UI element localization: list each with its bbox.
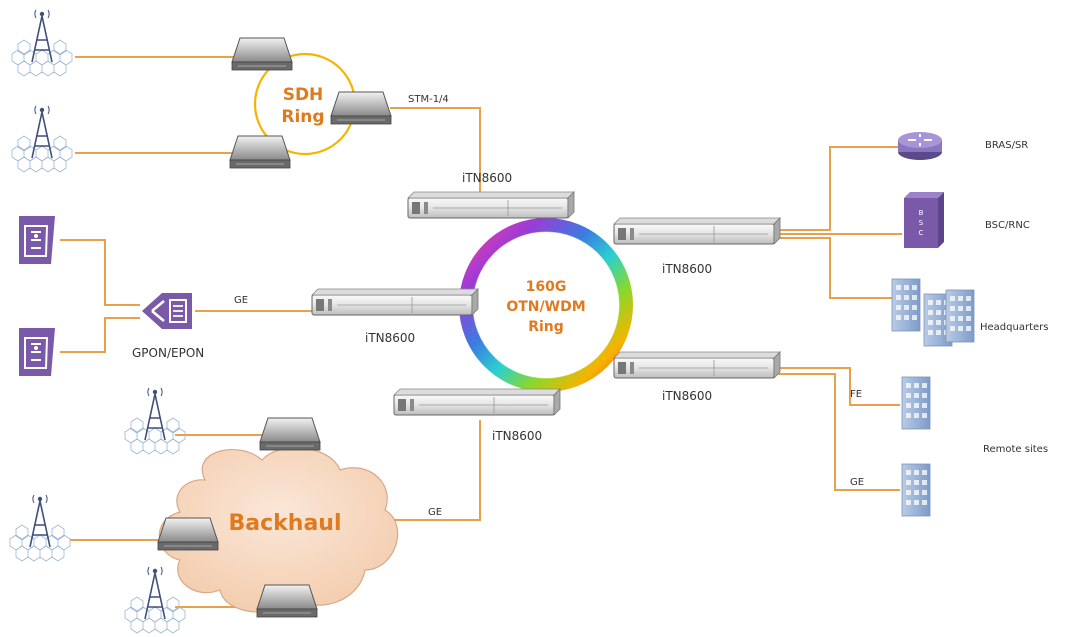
onu-icon: [18, 327, 56, 377]
itn-top-label: iTN8600: [462, 171, 512, 185]
link-ge-remote: [775, 373, 900, 491]
sdh-device-icon: [259, 417, 321, 451]
itn-right-bottom-label: iTN8600: [662, 389, 712, 403]
ge-bottom-link-label: GE: [428, 507, 442, 518]
gpon-epon-label: GPON/EPON: [132, 346, 204, 360]
remote-sites-label: Remote sites: [983, 444, 1048, 455]
otn-ring-label-line2: OTN/WDM: [506, 299, 585, 315]
onu-icon: [18, 215, 56, 265]
itn8600-node-right-bottom: [613, 351, 781, 379]
sdh-ring-label-line2: Ring: [281, 107, 324, 127]
itn8600-node-left: [311, 288, 479, 316]
itn8600-node-right-top: [613, 217, 781, 245]
cell-tower-icon: [11, 9, 73, 77]
ge-remote-link-label: GE: [850, 477, 864, 488]
sdh-ring-label-line1: SDH: [283, 85, 324, 105]
building-icon: [891, 278, 975, 347]
link-stm: [390, 107, 481, 196]
bras-sr-label: BRAS/SR: [985, 140, 1028, 151]
router-icon: [898, 132, 942, 160]
stm-link-label: STM-1/4: [408, 94, 449, 105]
svg-text:S: S: [919, 219, 924, 227]
link-onu1-olt: [60, 239, 140, 306]
sdh-device-icon: [330, 91, 392, 125]
ge-left-link-label: GE: [234, 295, 248, 306]
backhaul-label: Backhaul: [229, 511, 342, 536]
otn-ring-label-line3: Ring: [528, 319, 564, 335]
link-bras: [775, 146, 900, 231]
sdh-device-icon: [231, 37, 293, 71]
olt-icon: [142, 293, 192, 329]
itn8600-node-bottom: [393, 388, 561, 416]
link-fe: [775, 367, 900, 406]
headquarters-label: Headquarters: [980, 322, 1048, 333]
cell-tower-icon: [11, 105, 73, 173]
svg-text:C: C: [919, 229, 924, 237]
itn-right-top-label: iTN8600: [662, 262, 712, 276]
cell-tower-icon: [9, 494, 71, 562]
cell-tower-icon: [124, 566, 186, 634]
itn-bottom-label: iTN8600: [492, 429, 542, 443]
svg-text:B: B: [919, 209, 924, 217]
building-icon: [901, 463, 931, 517]
sdh-device-icon: [157, 517, 219, 551]
fe-link-label: FE: [850, 389, 862, 400]
itn-left-label: iTN8600: [365, 331, 415, 345]
link-hq: [775, 237, 893, 299]
link-backhaul: [380, 420, 481, 521]
bsc-rnc-label: BSC/RNC: [985, 220, 1030, 231]
itn8600-node-top: [407, 191, 575, 219]
sdh-device-icon: [229, 135, 291, 169]
building-icon: [901, 376, 931, 430]
link-lines: [60, 56, 902, 608]
cell-tower-icon: [124, 387, 186, 455]
bsc-server-icon: B S C: [904, 192, 944, 248]
sdh-device-icon: [256, 584, 318, 618]
link-onu2-olt: [60, 317, 140, 353]
otn-ring-label-line1: 160G: [526, 279, 567, 295]
